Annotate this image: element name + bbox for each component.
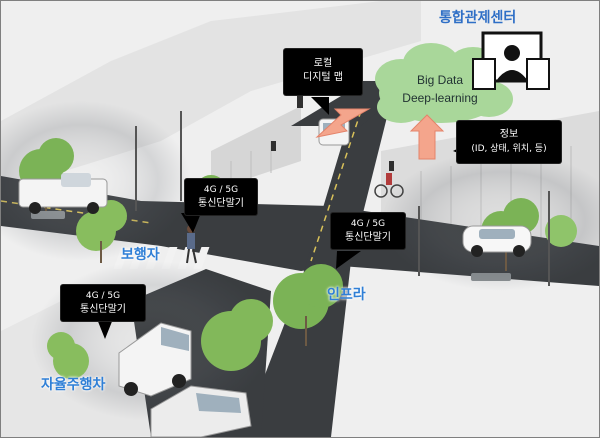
traffic-lights	[271, 96, 394, 171]
cloud-label: Big Data Deep-learning	[387, 71, 493, 107]
callout-info: 정보 (ID, 상태, 위치, 등)	[457, 121, 561, 163]
callout-terminal-infra-line1: 4G / 5G	[350, 219, 386, 229]
callout-terminal-infra: 4G / 5G 통신단말기	[331, 213, 405, 249]
cloud-line-2: Deep-learning	[402, 91, 478, 105]
callout-terminal-pedestrian-line1: 4G / 5G	[203, 185, 239, 195]
bottom-car	[150, 385, 252, 437]
cyclist-figure	[374, 173, 404, 198]
label-autonomous-vehicle: 자율주행차	[41, 377, 106, 393]
cloud-line-1: Big Data	[416, 73, 464, 87]
callout-terminal-pedestrian: 4G / 5G 통신단말기	[185, 179, 257, 215]
callout-local-map: 로컬 디지털 맵	[284, 49, 362, 95]
callout-local-map-line2: 디지털 맵	[303, 72, 343, 83]
autonomous-van	[118, 322, 192, 397]
callout-terminal-vehicle-line2: 통신단말기	[80, 304, 126, 315]
arrow-icon	[315, 108, 445, 160]
callout-terminal-vehicle-line1: 4G / 5G	[85, 291, 121, 301]
label-infrastructure: 인프라	[327, 287, 366, 303]
control-center-title: 통합관제센터	[439, 10, 517, 26]
label-pedestrian: 보행자	[121, 247, 160, 263]
right-car	[462, 225, 532, 257]
callout-local-map-line1: 로컬	[313, 58, 333, 69]
operator-monitor-icon	[472, 31, 550, 90]
street-lamps	[135, 111, 550, 286]
vehicles	[18, 118, 532, 437]
callout-terminal-vehicle: 4G / 5G 통신단말기	[61, 285, 145, 321]
callout-terminal-pedestrian-line2: 통신단말기	[198, 198, 244, 209]
callout-info-line1: 정보	[499, 129, 519, 140]
callout-terminal-infra-line2: 통신단말기	[345, 232, 391, 243]
callout-info-line2: (ID, 상태, 위치, 등)	[471, 144, 547, 154]
pickup-truck	[18, 173, 108, 214]
